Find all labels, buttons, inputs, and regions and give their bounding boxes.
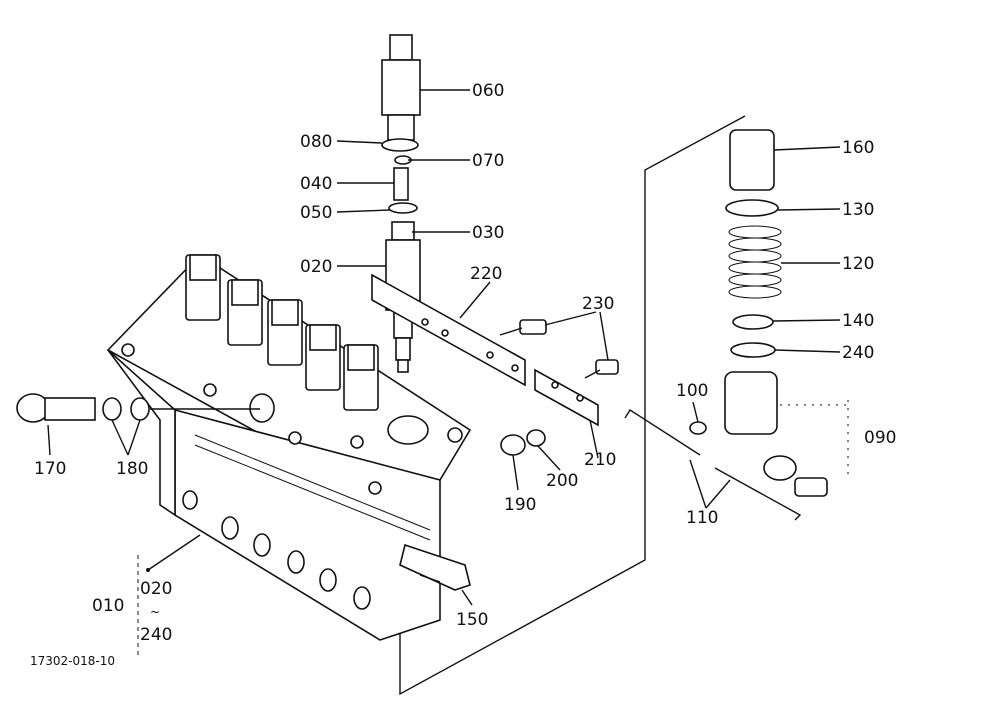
- delivery-valve-holders: [185, 254, 379, 411]
- label-190: 190: [504, 495, 536, 515]
- label-010: 010: [92, 596, 124, 616]
- label-140: 140: [842, 311, 874, 331]
- label-110: 110: [686, 508, 718, 528]
- label-200: 200: [546, 471, 578, 491]
- label-150: 150: [456, 610, 488, 630]
- label-100: 100: [676, 381, 708, 401]
- label-020: 020: [300, 257, 332, 277]
- group-frame-lines: [399, 115, 746, 696]
- label-040: 040: [300, 174, 332, 194]
- governor-parts: [624, 129, 849, 521]
- drawing-number: 17302-018-10: [30, 654, 115, 668]
- label-010-sub-240: 240: [140, 625, 172, 645]
- label-240: 240: [842, 343, 874, 363]
- label-120: 120: [842, 254, 874, 274]
- label-030: 030: [472, 223, 504, 243]
- label-170: 170: [34, 459, 66, 479]
- part-number-labels: 060 080 070 040 050 030 020 220 230 160 …: [30, 81, 896, 668]
- label-060: 060: [472, 81, 504, 101]
- bolts-230: [499, 319, 619, 379]
- bracket-010: [137, 534, 201, 655]
- label-160: 160: [842, 138, 874, 158]
- label-220: 220: [470, 264, 502, 284]
- label-230: 230: [582, 294, 614, 314]
- bracket-220: [371, 273, 526, 387]
- label-010-sub-020: 020: [140, 579, 172, 599]
- pump-body: [106, 253, 472, 641]
- label-010-sub-tilde: ~: [150, 605, 160, 619]
- label-130: 130: [842, 200, 874, 220]
- banjo-bolt-170: [16, 393, 150, 423]
- parts-190-200: [500, 429, 546, 456]
- label-210: 210: [584, 450, 616, 470]
- label-080: 080: [300, 132, 332, 152]
- label-090: 090: [864, 428, 896, 448]
- label-050: 050: [300, 203, 332, 223]
- label-070: 070: [472, 151, 504, 171]
- label-180: 180: [116, 459, 148, 479]
- leader-lines: [47, 89, 841, 606]
- plate-210: [534, 368, 599, 427]
